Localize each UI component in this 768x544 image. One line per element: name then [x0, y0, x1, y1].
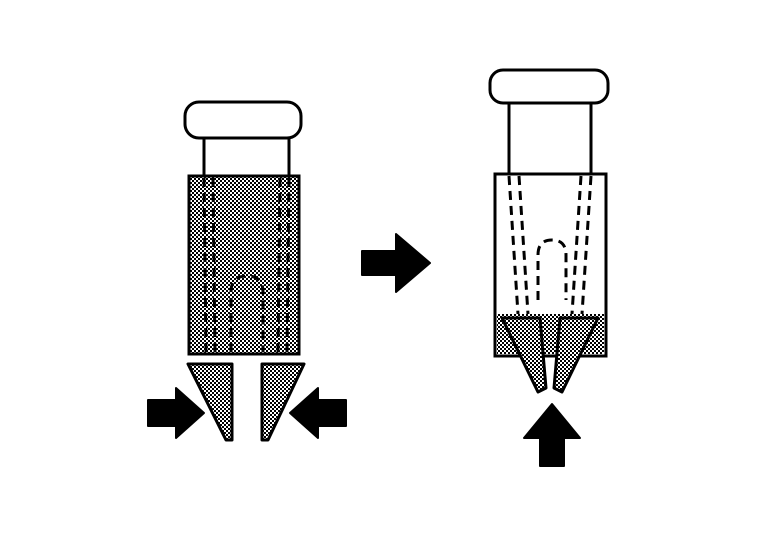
clip-prong-right: [552, 316, 600, 394]
clip-head-cap: [488, 68, 610, 105]
right-arrow-icon: [147, 387, 205, 439]
clip-prong-left: [500, 316, 548, 394]
panel-section: [187, 174, 301, 356]
clip-head-cap: [183, 100, 303, 140]
hidden-clip-outline: [507, 175, 593, 315]
hidden-clip-outline: [202, 177, 291, 353]
clip-after: [488, 68, 610, 467]
left-arrow-icon: [289, 387, 347, 439]
clip-prong-right: [260, 362, 306, 442]
up-arrow-icon: [523, 403, 581, 467]
transition-arrow-icon: [361, 233, 431, 293]
clip-prong-left: [186, 362, 234, 442]
clip-before: [147, 100, 347, 442]
